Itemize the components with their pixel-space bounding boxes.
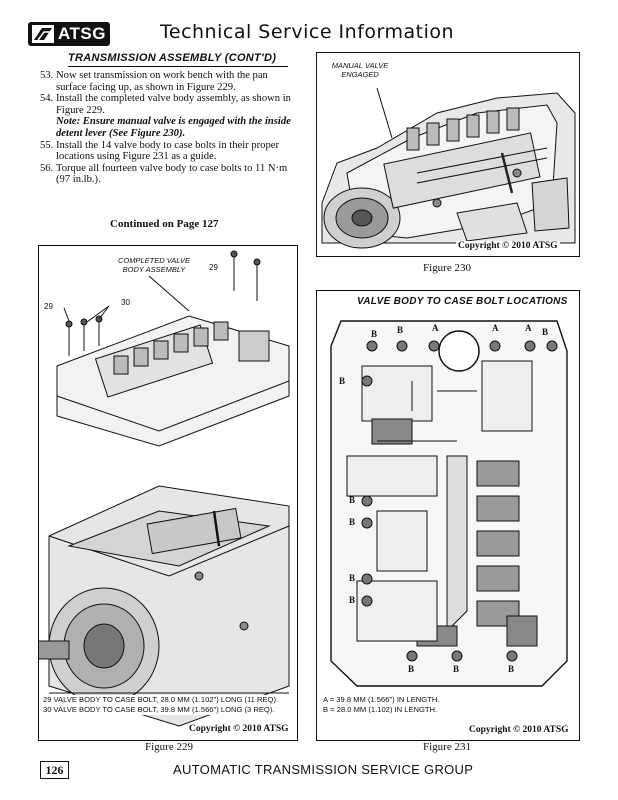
step-text: Now set transmission on work bench with … — [56, 70, 268, 93]
instruction-steps: 53. Now set transmission on work bench w… — [40, 70, 298, 186]
continued-note: Continued on Page 127 — [110, 218, 219, 230]
step-54: 54. Install the completed valve body ass… — [40, 93, 298, 139]
label-line: BODY ASSEMBLY — [122, 265, 186, 274]
section-title: TRANSMISSION ASSEMBLY (CONT'D) — [68, 52, 277, 64]
figure-231-legend: A = 39.8 MM (1.566") IN LENGTH. B = 28.0… — [323, 695, 439, 715]
page-title: Technical Service Information — [160, 21, 455, 43]
copyright: Copyright © 2010 ATSG — [469, 725, 569, 735]
figure-231-caption: Figure 231 — [423, 741, 471, 753]
bolt-label-a: A — [492, 323, 499, 333]
bolt-label-b: B — [371, 329, 378, 339]
step-55: 55. Install the 14 valve body to case bo… — [40, 140, 298, 163]
bolt-label-b: B — [542, 327, 549, 337]
legend-item-b: B = 28.0 MM (1.102) IN LENGTH. — [323, 705, 438, 714]
transmission-top-illustration — [321, 87, 576, 249]
copyright: Copyright © 2010 ATSG — [189, 724, 289, 734]
manual-valve-label: MANUAL VALVE ENGAGED — [325, 61, 395, 79]
figure-230-box: MANUAL VALVE ENGAGED Copyright © 2010 AT… — [316, 52, 580, 257]
figure-231-title: VALVE BODY TO CASE BOLT LOCATIONS — [357, 296, 568, 307]
figure-231-box: VALVE BODY TO CASE BOLT LOCATIONS — [316, 290, 580, 741]
label-line: ENGAGED — [341, 70, 379, 79]
label-line: COMPLETED VALVE — [117, 256, 191, 265]
bolt-label-b: B — [349, 595, 356, 605]
step-56: 56. Torque all fourteen valve body to ca… — [40, 163, 298, 186]
atsg-logo: ATSG — [28, 22, 110, 46]
bolt-location-diagram — [330, 320, 568, 687]
step-text: Install the 14 valve body to case bolts … — [56, 139, 280, 163]
step-number: 53. — [40, 70, 54, 81]
bolt-label-b: B — [349, 573, 356, 583]
page-number: 126 — [40, 761, 69, 779]
step-text: Install the completed valve body assembl… — [56, 93, 291, 116]
callout-29: 29 — [209, 263, 218, 272]
label-line: MANUAL VALVE — [331, 61, 389, 70]
bolt-label-b: B — [397, 325, 404, 335]
bolt-label-b: B — [408, 664, 415, 674]
completed-valve-body-label: COMPLETED VALVE BODY ASSEMBLY — [111, 256, 197, 274]
copyright: Copyright © 2010 ATSG — [456, 241, 560, 251]
section-rule — [68, 66, 288, 67]
step-note: Note: Ensure manual valve is engaged wit… — [56, 116, 291, 139]
callout-29: 29 — [44, 302, 53, 311]
legend-item-30: 30 VALVE BODY TO CASE BOLT, 39.8 MM (1.5… — [43, 705, 275, 714]
step-53: 53. Now set transmission on work bench w… — [40, 70, 298, 93]
legend-item-29: 29 VALVE BODY TO CASE BOLT, 28.0 MM (1.1… — [43, 695, 279, 704]
figure-229-box: COMPLETED VALVE BODY ASSEMBLY 29 29 30 2… — [38, 245, 298, 741]
valve-body-exploded-illustration — [39, 250, 290, 727]
callout-30: 30 — [121, 298, 130, 307]
logo-text: ATSG — [58, 24, 106, 43]
step-number: 54. — [40, 93, 54, 105]
bolt-label-b: B — [339, 376, 346, 386]
figure-229-legend: 29 VALVE BODY TO CASE BOLT, 28.0 MM (1.1… — [43, 695, 293, 715]
bolt-label-b: B — [453, 664, 460, 674]
bolt-label-b: B — [349, 517, 356, 527]
figure-229-caption: Figure 229 — [145, 741, 193, 753]
bolt-label-b: B — [349, 495, 356, 505]
step-number: 56. — [40, 162, 54, 174]
logo-mark-icon — [32, 25, 54, 43]
step-text-block: Install the completed valve body assembl… — [56, 93, 298, 139]
figure-230-caption: Figure 230 — [423, 262, 471, 274]
bolt-label-a: A — [432, 323, 439, 333]
legend-item-a: A = 39.8 MM (1.566") IN LENGTH. — [323, 695, 440, 704]
step-number: 55. — [40, 139, 54, 151]
bolt-label-a: A — [525, 323, 532, 333]
footer-text: AUTOMATIC TRANSMISSION SERVICE GROUP — [173, 762, 474, 777]
bolt-label-b: B — [508, 664, 515, 674]
step-text: Torque all fourteen valve body to case b… — [56, 162, 288, 186]
